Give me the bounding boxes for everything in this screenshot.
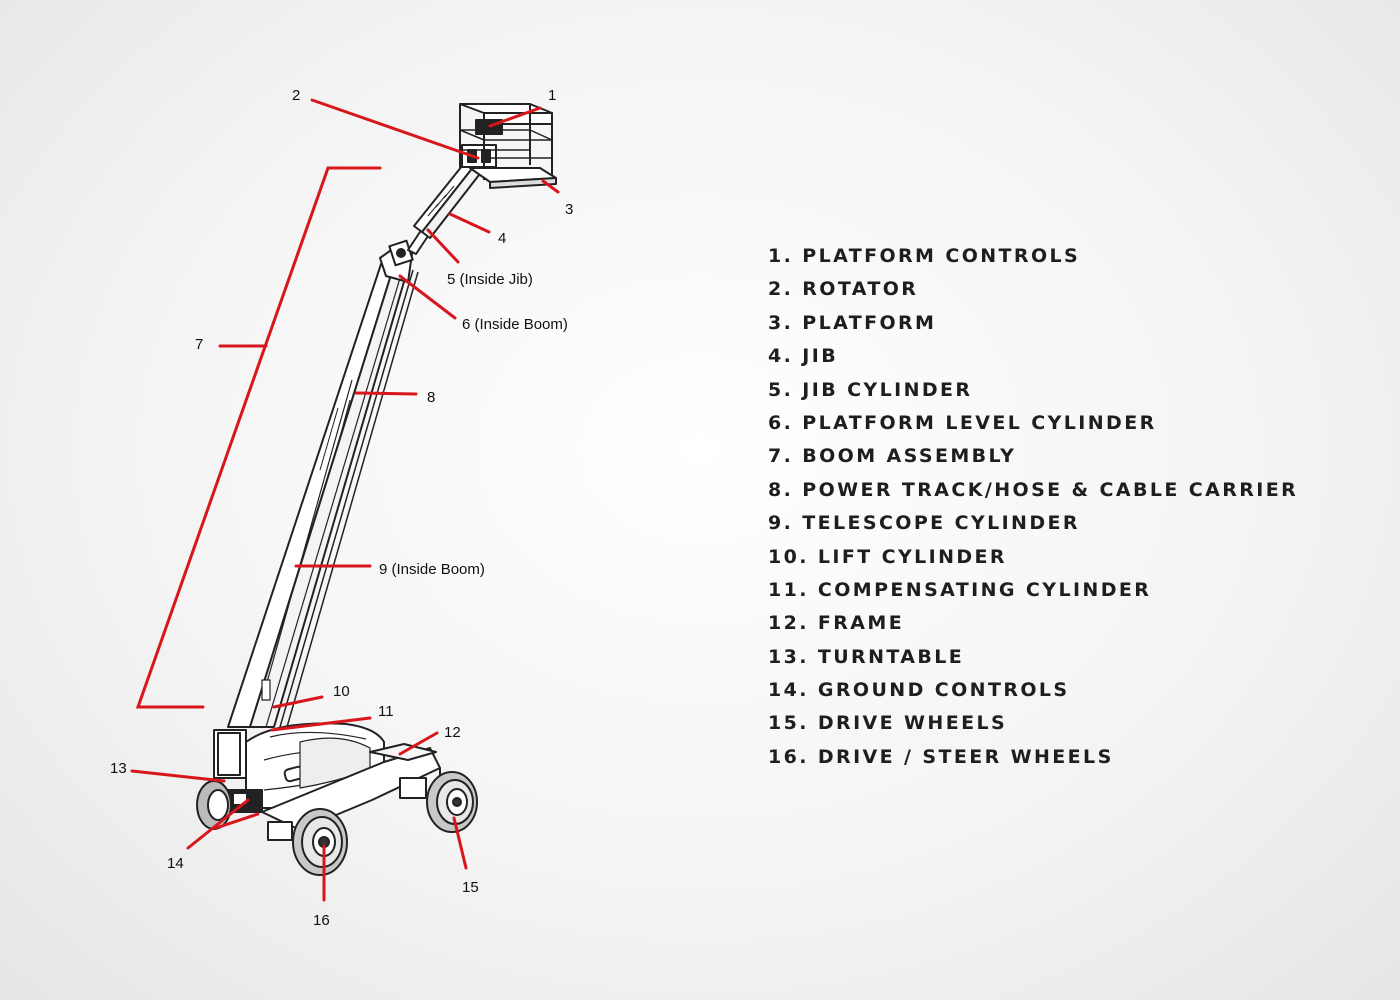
callout-11: 11 [378,703,394,720]
jib [413,155,487,239]
parts-legend: 1. PLATFORM CONTROLS 2. ROTATOR 3. PLATF… [768,242,1298,776]
legend-item: 4. JIB [768,345,839,368]
leader-14b [214,812,260,830]
callout-7: 7 [195,336,203,353]
legend-item: 12. FRAME [768,612,905,635]
callout-12: 12 [444,724,461,741]
callout-13: 13 [110,760,127,777]
callout-5: 5 (Inside Jib) [447,271,533,288]
legend-item: 13. TURNTABLE [768,645,965,668]
legend-item: 5. JIB CYLINDER [768,378,973,401]
legend-item: 14. GROUND CONTROLS [768,679,1070,702]
callout-8: 8 [427,389,435,406]
leader-lines [130,98,560,902]
leader-6 [398,274,457,320]
rear-left-wheel [196,780,232,830]
drive-wheel [426,771,478,833]
legend-item: 6. PLATFORM LEVEL CYLINDER [768,411,1157,434]
leader-5 [426,228,460,264]
legend-item: 15. DRIVE WHEELS [768,712,1008,735]
callout-15: 15 [462,879,479,896]
callout-labels: 1 2 3 4 5 (Inside Jib) 6 (Inside Boom) 7… [110,87,573,929]
leader-13 [130,769,226,783]
callout-9: 9 (Inside Boom) [379,561,485,578]
callout-6: 6 (Inside Boom) [462,316,568,333]
callout-16: 16 [313,912,330,929]
legend-item: 7. BOOM ASSEMBLY [768,445,1017,468]
leader-3 [541,179,560,194]
leader-7-bracket [135,166,382,709]
legend-item: 1. PLATFORM CONTROLS [768,245,1081,267]
platform-basket [459,103,557,189]
machine-illustration [196,103,557,876]
leader-2 [310,98,480,160]
callout-14: 14 [167,855,184,872]
leader-8 [354,391,418,396]
leader-1 [488,106,542,128]
leader-10 [272,695,324,709]
drive-steer-wheel [292,808,348,876]
callout-4: 4 [498,230,506,247]
callout-2: 2 [292,87,300,104]
leader-14 [186,798,250,850]
legend-item: 2. ROTATOR [768,278,919,301]
leader-12 [398,731,439,756]
legend-item: 8. POWER TRACK/HOSE & CABLE CARRIER [768,478,1299,501]
callout-1: 1 [548,87,556,104]
legend-item: 16. DRIVE / STEER WHEELS [768,745,1114,768]
boom [227,247,419,728]
leader-15 [452,816,468,870]
leader-11 [270,716,372,732]
legend-item: 11. COMPENSATING CYLINDER [768,578,1152,601]
callout-10: 10 [333,683,350,700]
legend-item: 9. TELESCOPE CYLINDER [768,512,1080,535]
legend-item: 3. PLATFORM [768,311,937,334]
legend-item: 10. LIFT CYLINDER [768,545,1007,568]
callout-3: 3 [565,201,573,218]
leader-4 [448,212,491,234]
rotator [461,144,497,168]
